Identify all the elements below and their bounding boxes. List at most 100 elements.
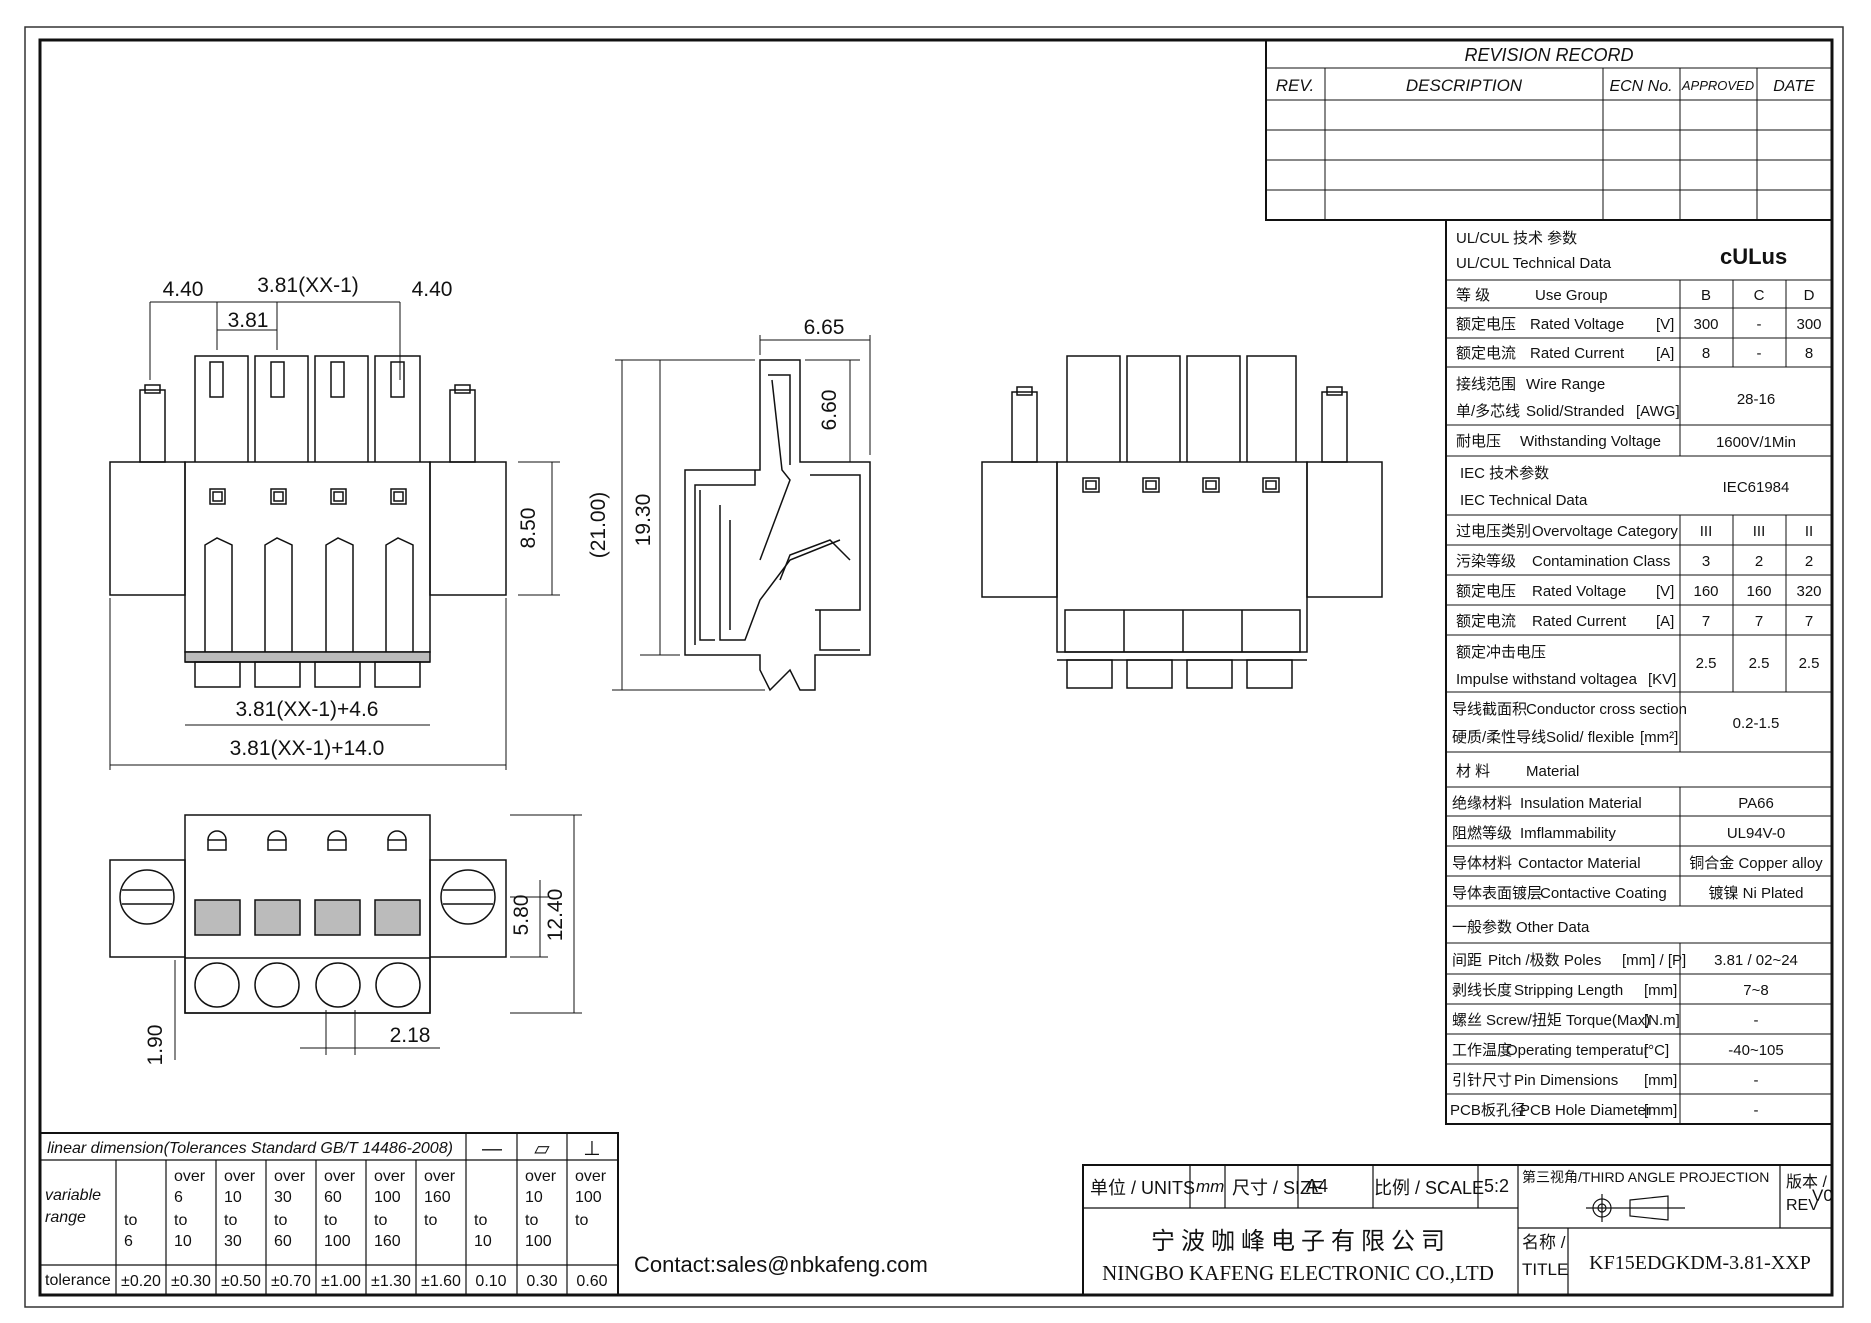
other-row-en: Pin Dimensions xyxy=(1514,1072,1618,1089)
iec-std: IEC61984 xyxy=(1723,479,1790,496)
other-row-val: - xyxy=(1754,1072,1759,1089)
date-header: DATE xyxy=(1773,78,1815,95)
material-row-cn: 绝缘材料 xyxy=(1452,795,1512,812)
material-row-en: Contactor Material xyxy=(1518,855,1641,872)
tolerance-range-cell: 30 xyxy=(224,1233,242,1250)
material-row-cn: 导体表面镀层 xyxy=(1452,885,1542,902)
impulse-val: 2.5 xyxy=(1696,655,1717,672)
scale-label: 比例 / SCALE xyxy=(1374,1178,1484,1198)
dim-label: 6.65 xyxy=(804,316,845,339)
tolerance-range-cell: 100 xyxy=(575,1189,602,1206)
iec-row-cn: 过电压类别 xyxy=(1456,523,1531,540)
tolerance-range-cell: 6 xyxy=(174,1189,183,1206)
description-header: DESCRIPTION xyxy=(1406,76,1523,95)
other-row-en: Pitch /极数 Poles xyxy=(1488,952,1601,969)
iec-row-val: 320 xyxy=(1796,583,1821,600)
other-row-en: PCB Hole Diameter xyxy=(1520,1102,1651,1119)
flatness-symbol: ▱ xyxy=(534,1138,550,1160)
iec-row-val: 160 xyxy=(1746,583,1771,600)
withstand-cn: 耐电压 xyxy=(1456,433,1501,450)
rev-label: REV xyxy=(1786,1197,1819,1214)
tolerance-range-cell: to xyxy=(575,1212,588,1229)
dim-label: 3.81(XX-1)+4.6 xyxy=(235,698,378,721)
impulse-val: 2.5 xyxy=(1799,655,1820,672)
scale-value: 5:2 xyxy=(1484,1176,1509,1196)
other-title-cn: 一般参数 xyxy=(1452,919,1512,936)
tolerance-range-cell: to xyxy=(525,1212,538,1229)
iec-row-val: III xyxy=(1753,523,1766,540)
approved-header: APPROVED xyxy=(1681,78,1754,93)
iec-row-en: Overvoltage Category xyxy=(1532,523,1678,540)
tolerance-range-cell: over xyxy=(575,1168,607,1185)
tolerance-range-cell: over xyxy=(174,1168,206,1185)
wire-range-cn2: 单/多芯线 xyxy=(1456,403,1520,420)
ul-row-val: 8 xyxy=(1805,345,1813,362)
ul-row-val: - xyxy=(1757,316,1762,333)
other-row-cn: 引针尺寸 xyxy=(1452,1072,1512,1089)
wire-range-en1: Wire Range xyxy=(1526,376,1605,393)
tolerance-value-cell: ±0.70 xyxy=(271,1273,311,1290)
other-row-val: - xyxy=(1754,1012,1759,1029)
iec-row-cn: 污染等级 xyxy=(1456,552,1516,570)
other-row-val: - xyxy=(1754,1102,1759,1119)
tolerance-range-cell: 6 xyxy=(124,1233,133,1250)
side-view-dimensions xyxy=(612,335,871,691)
tolerance-title: linear dimension(Tolerances Standard GB/… xyxy=(47,1140,453,1157)
tolerance-value-cell: ±1.60 xyxy=(421,1273,461,1290)
variable-label: variable xyxy=(45,1187,101,1204)
rev-header: REV. xyxy=(1276,76,1314,95)
dim-label: 4.40 xyxy=(412,278,453,301)
tolerance-range-cell: over xyxy=(374,1168,406,1185)
iec-row-en: Rated Current xyxy=(1532,613,1627,630)
straightness-symbol: — xyxy=(482,1138,502,1160)
dim-label: 5.80 xyxy=(510,895,533,936)
ul-row-en: Rated Voltage xyxy=(1530,316,1624,333)
tolerance-cells: to6±0.20over6to10±0.30over10to30±0.50ove… xyxy=(121,1168,608,1290)
svg-text:cULus: cULus xyxy=(1720,244,1787,269)
use-group-col-c: C xyxy=(1754,287,1765,304)
bottom-dim-labels: 5.80 12.40 2.18 1.90 xyxy=(144,889,567,1066)
tolerance-range-cell: over xyxy=(324,1168,356,1185)
dim-label: 3.81(XX-1) xyxy=(257,274,359,297)
ul-listing-logo: cULus xyxy=(1720,244,1787,269)
tolerance-value-cell: ±0.30 xyxy=(171,1273,211,1290)
dim-label: 2.18 xyxy=(390,1024,431,1047)
tolerance-range-cell: to xyxy=(424,1212,437,1229)
title-block-text: 单位 / UNITS mm 尺寸 / SIZE A4 比例 / SCALE 5:… xyxy=(1090,1169,1833,1285)
conductor-cn2: 硬质/柔性导线 xyxy=(1452,729,1546,746)
iec-row-cn: 额定电压 xyxy=(1456,583,1516,600)
ecn-header: ECN No. xyxy=(1609,78,1672,95)
company-cn: 宁 波 咖 峰 电 子 有 限 公 司 xyxy=(1151,1228,1445,1255)
revision-table xyxy=(1265,39,1833,221)
material-row-val: 铜合金 Copper alloy xyxy=(1689,855,1823,872)
ul-row-val: 8 xyxy=(1702,345,1710,362)
other-row-cn: 工作温度 xyxy=(1452,1042,1512,1059)
material-row-en: Insulation Material xyxy=(1520,795,1642,812)
tolerance-range-cell: over xyxy=(525,1168,557,1185)
tolerance-table xyxy=(39,1132,619,1296)
tolerance-range-cell: 100 xyxy=(374,1189,401,1206)
side-view xyxy=(684,359,871,692)
other-row-cn: 剥线长度 xyxy=(1452,982,1512,999)
use-group-cn: 等 级 xyxy=(1456,286,1490,304)
iec-title-en: IEC Technical Data xyxy=(1460,492,1588,509)
iec-row-val: 7 xyxy=(1702,613,1710,630)
title-block xyxy=(1082,1164,1833,1296)
front-view xyxy=(109,355,507,688)
tolerance-range-cell: 10 xyxy=(224,1189,242,1206)
other-row-val: 3.81 / 02~24 xyxy=(1714,952,1798,969)
impulse-val: 2.5 xyxy=(1749,655,1770,672)
iec-row-val: 160 xyxy=(1693,583,1718,600)
size-label: 尺寸 / SIZE xyxy=(1232,1178,1323,1198)
iec-row-en: Contamination Class xyxy=(1532,553,1670,570)
dim-label: 3.81(XX-1)+14.0 xyxy=(230,737,385,760)
contact-email: Contact:sales@nbkafeng.com xyxy=(634,1252,928,1277)
side-dim-labels: 6.65 6.60 19.30 (21.00) xyxy=(587,316,844,558)
conductor-val: 0.2-1.5 xyxy=(1733,715,1780,732)
tolerance-range-cell: to xyxy=(474,1212,487,1229)
material-row-val: PA66 xyxy=(1738,795,1774,812)
tolerance-range-cell: 100 xyxy=(324,1233,351,1250)
dim-label: 4.40 xyxy=(163,278,204,301)
revision-title: REVISION RECORD xyxy=(1464,45,1633,65)
